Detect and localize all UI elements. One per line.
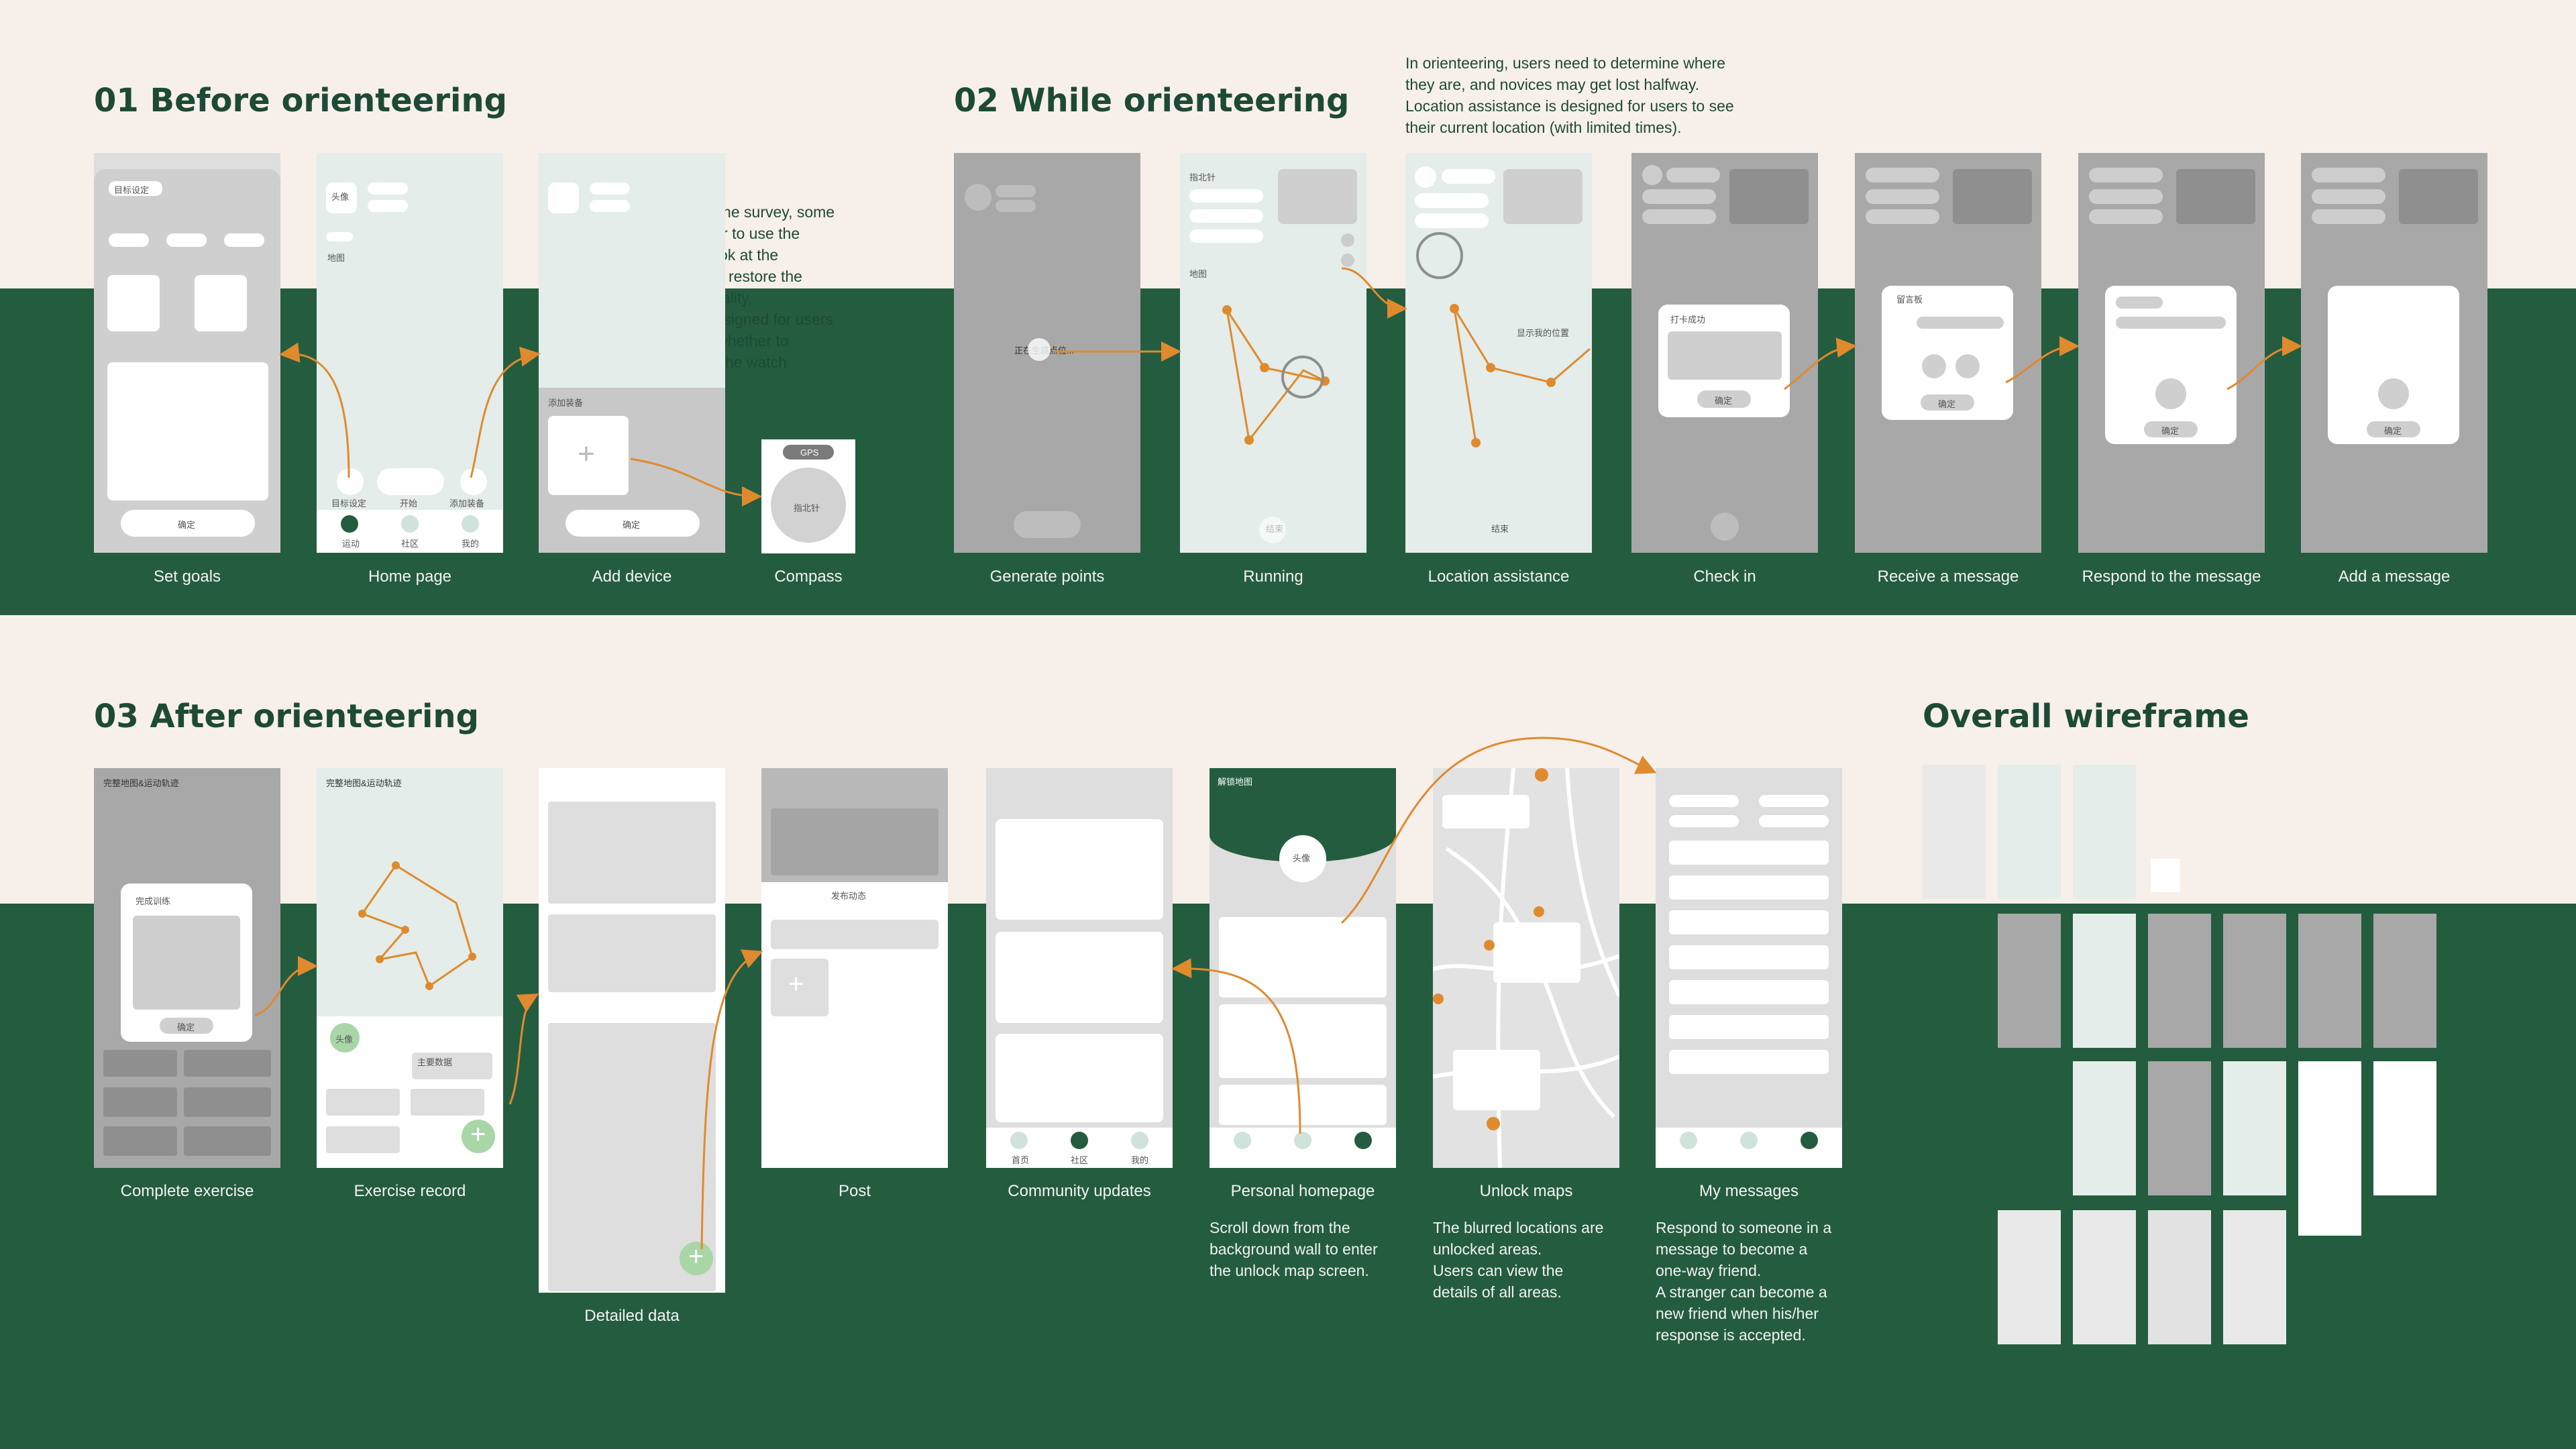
screen-add-message: 确定 [2301,153,2487,553]
screen-check-in: 打卡成功 确定 [1631,153,1818,553]
screen-my-messages [1656,768,1842,1168]
confirm-button[interactable] [1697,390,1751,408]
section-title-overall: Overall wireframe [1923,698,2249,735]
caption-compass: Compass [774,568,843,586]
overall-wireframe-grid [1923,765,2453,1348]
caption-complete-exercise: Complete exercise [120,1182,254,1200]
community-tab-icon[interactable] [401,515,419,533]
publish-plus-button[interactable] [462,1120,495,1153]
confirm-button[interactable] [121,510,255,537]
screen-community-updates: 首页 社区 我的 [986,768,1173,1168]
section-title-after: 03 After orienteering [94,698,479,735]
screen-exercise-record: 完整地图&运动轨迹 头像 主要数据 + [317,768,503,1168]
caption-running: Running [1243,568,1303,586]
caption-location-assistance: Location assistance [1428,568,1570,586]
unlock-note: The blurred locations are unlocked areas… [1433,1219,1604,1301]
caption-receive-message: Receive a message [1877,568,2019,586]
screen-respond-message: 确定 [2078,153,2265,553]
screen-home-page: 头像 地图 目标设定 开始 添加装备 运动 社区 我的 [317,153,503,553]
caption-generate-points: Generate points [989,568,1105,586]
screen-add-device: 添加装备 + 确定 [539,153,725,553]
messages-note: Respond to someone in a message to becom… [1656,1219,1832,1344]
caption-post: Post [838,1182,871,1200]
end-button[interactable] [1259,517,1286,543]
caption-community-updates: Community updates [1008,1182,1151,1200]
caption-respond-message: Respond to the message [2082,568,2261,586]
mine-tab-icon[interactable] [462,515,479,533]
personal-note: Scroll down from the background wall to … [1210,1219,1378,1279]
caption-my-messages: My messages [1699,1182,1799,1200]
screen-detailed-data: + [539,768,725,1293]
caption-add-device: Add device [592,568,672,586]
add-device-plus[interactable] [548,416,629,495]
screen-receive-message: 留言板 确定 [1855,153,2041,553]
location-note: In orienteering, users need to determine… [1405,54,1734,136]
caption-home-page: Home page [368,568,452,586]
caption-personal-homepage: Personal homepage [1230,1182,1375,1200]
caption-unlock-maps: Unlock maps [1479,1182,1573,1200]
screen-generate-points: 正在生成点位... [954,153,1140,553]
caption-check-in: Check in [1693,568,1756,586]
caption-exercise-record: Exercise record [354,1182,466,1200]
screen-running: 指北针 地图 结束 [1180,153,1366,553]
screen-post: 发布动态 + [761,768,948,1168]
screen-location-assistance: 显示我的位置 结束 [1405,153,1592,553]
caption-add-message: Add a message [2338,568,2451,586]
confirm-button[interactable] [566,510,700,537]
caption-detailed-data: Detailed data [584,1307,680,1325]
section-title-before: 01 Before orienteering [94,82,507,119]
section-title-while: 02 While orienteering [954,82,1350,119]
sport-tab-icon[interactable] [341,515,358,533]
screen-compass: GPS 指北针 [761,439,855,553]
caption-set-goals: Set goals [153,568,221,586]
screen-unlock-maps [1433,768,1619,1168]
screen-personal-homepage: 解锁地图 头像 [1210,768,1396,1168]
screen-complete-exercise: 完整地图&运动轨迹 完成训练 确定 [94,768,280,1168]
goal-title: 目标设定 [114,185,150,195]
screen-set-goals: 目标设定 确定 [94,153,280,553]
